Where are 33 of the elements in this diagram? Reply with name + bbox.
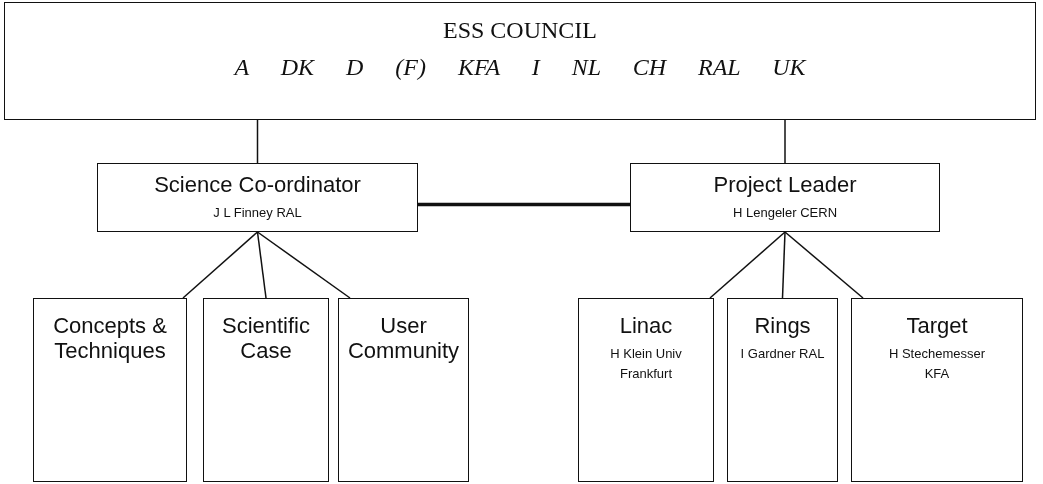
connector-line (256, 231, 267, 299)
connector-line (781, 231, 786, 299)
team-box (727, 298, 838, 482)
role-title: User Community (346, 313, 461, 364)
connector-line (784, 119, 786, 164)
role-box (630, 163, 940, 232)
connector-line (784, 231, 864, 299)
team-box (203, 298, 329, 482)
role-title: Rings (754, 313, 811, 339)
team-box (338, 298, 469, 482)
connector-line (182, 231, 259, 299)
connector-line (709, 231, 786, 299)
connector-line (256, 119, 259, 164)
role-title: Science Co-ordinator (154, 172, 361, 198)
connector-line (256, 231, 351, 299)
council-box (4, 2, 1036, 120)
person-name: H Lengeler CERN (732, 204, 837, 223)
person-name: I Gardner RAL (739, 345, 826, 364)
member-list: A DK D (F) KFA I NL CH RAL UK (234, 48, 806, 85)
role-title: Concepts & Techniques (52, 313, 168, 364)
role-title: Scientific Case (220, 313, 311, 364)
team-box (578, 298, 714, 482)
team-box (33, 298, 187, 482)
role-title: Linac (619, 313, 673, 339)
role-title: Target (906, 313, 968, 339)
role-title: Project Leader (713, 172, 857, 198)
person-name: J L Finney RAL (213, 204, 302, 223)
person-name: H Stechemesser KFA (887, 345, 987, 383)
person-name: H Klein Univ Frankfurt (609, 345, 683, 383)
role-box (97, 163, 418, 232)
council-title: ESS COUNCIL (443, 17, 597, 45)
team-box (851, 298, 1023, 482)
connector-line (418, 202, 630, 207)
